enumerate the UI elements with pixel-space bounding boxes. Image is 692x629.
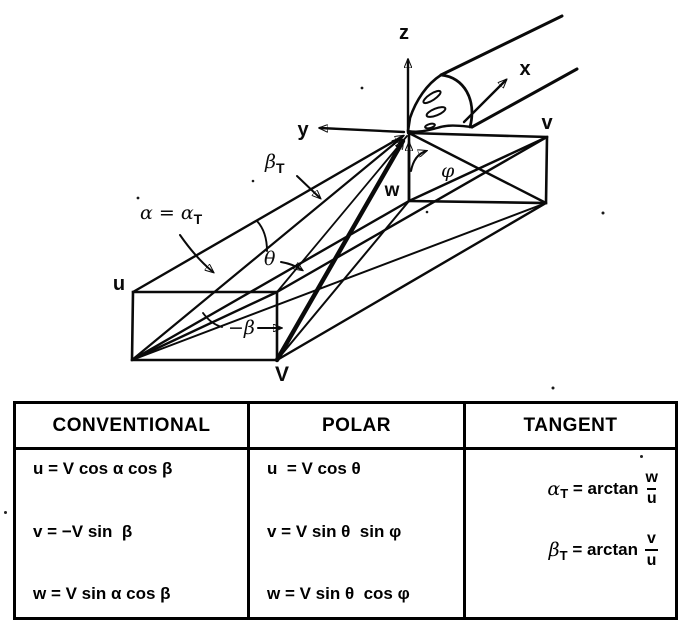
alpha-angle-label: α = αT (140, 202, 203, 227)
beta-subscript: T (559, 547, 568, 563)
alpha-subscript: T (560, 486, 569, 502)
nose-upper-outline (406, 73, 443, 133)
formula-u-polar: u = V cos θ (267, 459, 361, 478)
fraction-denominator: u (646, 490, 657, 508)
beta-t-angle-label: βT (264, 151, 285, 176)
fraction-numerator: v (647, 530, 656, 548)
aircraft-sketch (406, 14, 579, 133)
table-header-polar: POLAR (250, 404, 466, 450)
theta-angle-arc (280, 261, 302, 270)
neg-beta-angle-arc (202, 312, 223, 328)
v-component-label: v (541, 112, 553, 134)
alpha-label-subscript: T (194, 211, 203, 227)
u-component-label: u (113, 273, 125, 295)
canopy-window-icon (422, 89, 442, 105)
phi-angle-label: φ (441, 160, 455, 182)
formula-v-conventional: v = −V sin β (33, 521, 133, 541)
y-axis-line (320, 128, 406, 134)
table-header-tangent: TANGENT (466, 404, 675, 450)
u-edge-vector (131, 136, 403, 294)
nose-lower-outline (406, 124, 474, 133)
formula-v-polar: v = V sin θ sin φ (267, 521, 402, 541)
box-top-right-edge (275, 135, 549, 294)
fuselage-marking-icon (425, 106, 447, 118)
front-face-diagonal (130, 290, 279, 362)
scan-speck (640, 455, 643, 458)
scan-specks (136, 86, 605, 390)
neg-beta-angle-label: −β (228, 317, 255, 339)
arctan-operator: = arctan (567, 540, 638, 560)
beta-t-label-subscript: T (276, 160, 285, 176)
uw-diagonal-vector (130, 139, 400, 362)
phi-angle-arc (410, 151, 426, 172)
box-bottom-left-edge (130, 199, 411, 362)
theta-angle-label: θ (264, 248, 276, 270)
velocity-vector-diagram: z y x (113, 14, 605, 390)
scan-speck (425, 210, 429, 214)
velocity-magnitude-label: V (275, 363, 289, 386)
scan-speck (360, 86, 364, 90)
nose-blob-icon (424, 122, 436, 130)
table-header-conventional: CONVENTIONAL (16, 404, 250, 450)
axes-group: z y x (297, 22, 530, 141)
back-face-diagonal-2 (407, 135, 549, 203)
conventional-formulas-cell: u = V cos α cos β v = −V sin β w = V sin… (16, 450, 250, 617)
fuselage-upper-line (439, 14, 564, 77)
formula-w-conventional: w = V sin α cos β (33, 584, 171, 603)
alpha-label-text: α = α (140, 202, 194, 224)
fuselage-lower-line (470, 67, 579, 129)
fraction-numerator: w (645, 469, 658, 486)
v-over-u-fraction: v u (645, 531, 658, 568)
alpha-symbol: α (547, 477, 561, 500)
x-axis-label: x (519, 58, 530, 80)
w-component-label: w (384, 180, 400, 201)
alpha-angle-arc (256, 220, 268, 252)
fraction-bar (645, 548, 658, 552)
w-over-u-fraction: w u (646, 470, 658, 507)
velocity-box: u v w V (113, 112, 554, 386)
z-axis-label: z (399, 22, 409, 44)
nose-cowl-arc (439, 73, 474, 129)
bottom-face-diagonal-2 (131, 202, 547, 361)
beta-t-label-text: β (264, 151, 276, 173)
fraction-bar (647, 487, 657, 490)
formula-w-polar: w = V sin θ cos φ (267, 584, 410, 603)
scan-speck (551, 386, 555, 390)
scan-speck (601, 211, 605, 215)
polar-formulas-cell: u = V cos θ v = V sin θ sin φ w = V sin … (250, 450, 466, 617)
beta-t-leader-arrow (296, 175, 320, 198)
formula-u-conventional: u = V cos α cos β (33, 459, 173, 478)
total-velocity-vector (274, 141, 406, 363)
beta-symbol: β (548, 539, 560, 562)
scan-speck (251, 179, 255, 183)
arctan-operator: = arctan (568, 478, 639, 498)
box-bottom-right-edge (275, 201, 548, 362)
fraction-denominator: u (646, 551, 657, 569)
alpha-leader-arrow (179, 234, 213, 272)
angle-annotations: α = αT βT θ φ −β (140, 151, 455, 339)
y-axis-label: y (297, 119, 309, 141)
scan-speck (136, 196, 140, 200)
scan-speck (4, 511, 7, 514)
conversion-table: CONVENTIONAL POLAR TANGENT u = V cos α c… (13, 401, 678, 620)
